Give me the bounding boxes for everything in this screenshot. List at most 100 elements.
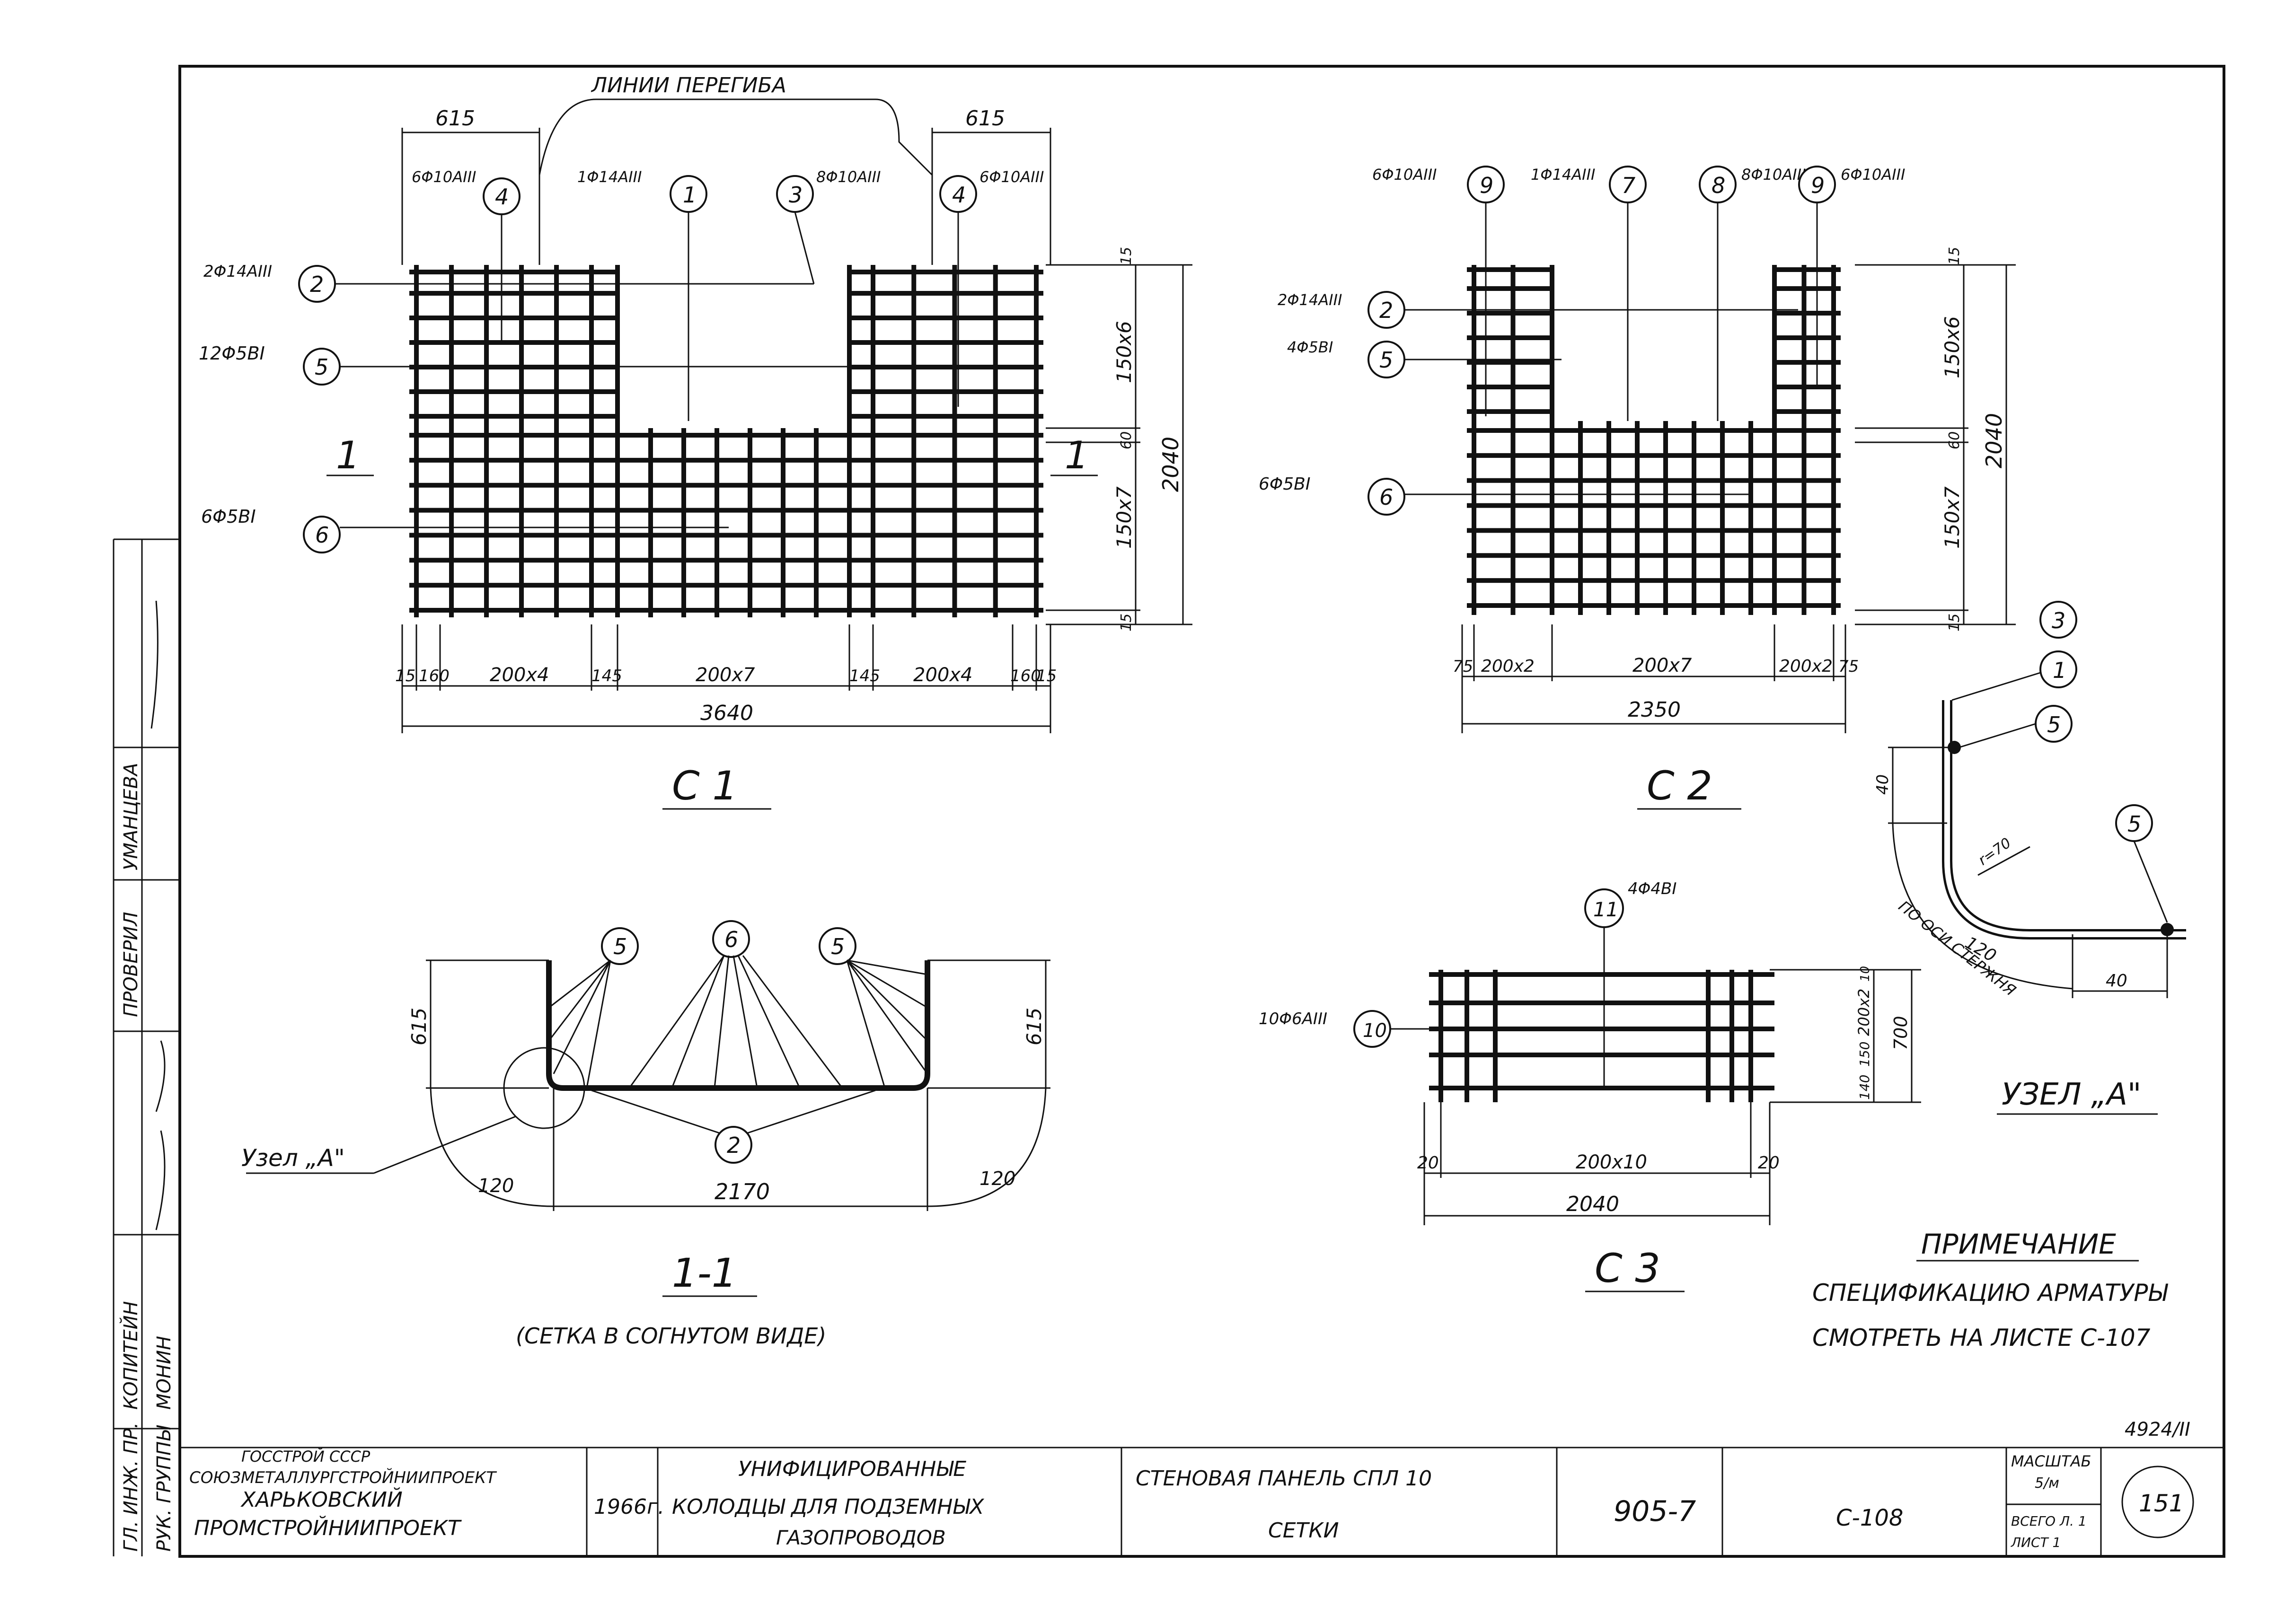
- svg-text:615: 615: [407, 1008, 431, 1045]
- svg-text:60: 60: [1118, 431, 1135, 449]
- mesh-c3: [1429, 970, 1774, 1102]
- svg-text:15: 15: [1946, 614, 1963, 632]
- svg-text:120: 120: [478, 1175, 514, 1197]
- svg-text:9: 9: [1811, 173, 1825, 198]
- svg-text:200x2: 200x2: [1481, 657, 1535, 676]
- svg-text:200x4: 200x4: [490, 664, 549, 686]
- svg-text:МОНИН: МОНИН: [153, 1336, 175, 1410]
- title-block: ГОССТРОЙ СССР СОЮЗМЕТАЛЛУРГСТРОЙНИИПРОЕК…: [180, 1419, 2224, 1556]
- svg-text:145: 145: [591, 667, 622, 685]
- svg-text:8: 8: [1712, 173, 1725, 198]
- section11-node-label: Узел „А": [241, 1144, 345, 1172]
- svg-text:КОПИТЕЙН: КОПИТЕЙН: [119, 1301, 142, 1410]
- signature-mark: [155, 1040, 166, 1112]
- svg-text:40: 40: [2106, 971, 2127, 991]
- node-a-detail: 3 1 5 5 40 40 r=70 120 ПО ОСИ СТЕРЖНЯ: [1873, 601, 2186, 1000]
- svg-text:СЕТКИ: СЕТКИ: [1268, 1519, 1339, 1543]
- node-title: УЗЕЛ „А": [2002, 1077, 2141, 1112]
- svg-text:6: 6: [724, 927, 738, 952]
- c1-callout-num: 6: [315, 522, 329, 548]
- svg-text:ГЛ. ИНЖ. ПР.: ГЛ. ИНЖ. ПР.: [120, 1422, 142, 1552]
- svg-text:ПРОМСТРОЙНИИПРОЕКТ: ПРОМСТРОЙНИИПРОЕКТ: [194, 1515, 462, 1540]
- svg-text:200x7: 200x7: [696, 664, 755, 686]
- svg-text:905-7: 905-7: [1614, 1495, 1696, 1528]
- c1-width-total: 3640: [700, 701, 753, 725]
- svg-text:ГОССТРОЙ СССР: ГОССТРОЙ СССР: [241, 1448, 371, 1466]
- svg-text:СТЕНОВАЯ ПАНЕЛЬ СПЛ 10: СТЕНОВАЯ ПАНЕЛЬ СПЛ 10: [1136, 1466, 1432, 1491]
- svg-text:КОЛОДЦЫ ДЛЯ ПОДЗЕМНЫХ: КОЛОДЦЫ ДЛЯ ПОДЗЕМНЫХ: [672, 1495, 984, 1519]
- mesh-c2: [1467, 265, 1841, 615]
- c3-title: С 3: [1595, 1245, 1660, 1291]
- svg-text:5: 5: [1379, 347, 1393, 373]
- c1-callout-num: 2: [310, 272, 324, 297]
- svg-text:7: 7: [1622, 173, 1635, 198]
- svg-text:60: 60: [1946, 431, 1963, 449]
- svg-text:5/м: 5/м: [2035, 1475, 2059, 1492]
- c1-bottom-dims: 15 160 200x4 145 200x7 145 200x4 160 15 …: [395, 624, 1057, 733]
- bend-lines-leader: [538, 98, 933, 176]
- svg-text:150x7: 150x7: [1941, 486, 1964, 549]
- signature-mark: [155, 1130, 166, 1230]
- svg-text:10: 10: [1858, 966, 1872, 982]
- c1-callout-spec: 12Φ5BI: [199, 343, 265, 364]
- c3-labels: 11 4Φ4BI 10 10Φ6AIII 10 200x2 150 140 70…: [1259, 879, 1921, 1225]
- mesh-c1: [409, 265, 1043, 617]
- svg-text:6Φ10AIII: 6Φ10AIII: [1372, 166, 1437, 184]
- c1-callout-spec: 8Φ10AIII: [816, 168, 881, 186]
- c1-right-dims: 15 150x6 60 150x7 15 2040: [1046, 247, 1192, 632]
- c1-callout-num: 1: [683, 182, 697, 208]
- svg-text:145: 145: [849, 667, 880, 685]
- svg-text:ГАЗОПРОВОДОВ: ГАЗОПРОВОДОВ: [776, 1526, 946, 1549]
- svg-text:УНИФИЦИРОВАННЫЕ: УНИФИЦИРОВАННЫЕ: [738, 1457, 966, 1481]
- svg-text:615: 615: [1023, 1008, 1046, 1045]
- note-line2: СМОТРЕТЬ НА ЛИСТЕ С-107: [1812, 1324, 2151, 1352]
- svg-text:5: 5: [831, 934, 845, 959]
- c2-right-dims: 15 150x6 60 150x7 15 2040: [1855, 247, 2016, 632]
- c1-callout-spec: 1Φ14AIII: [577, 168, 642, 186]
- svg-text:1966г.: 1966г.: [594, 1495, 664, 1519]
- section-1-1: 615 615 120 120 2170 5 6 5 2: [241, 920, 1050, 1211]
- c1-top-dims: 615 615: [401, 106, 1051, 265]
- svg-text:150: 150: [1857, 1042, 1872, 1067]
- svg-text:2040: 2040: [1981, 413, 2007, 468]
- svg-text:200x2: 200x2: [1855, 989, 1873, 1036]
- c1-callout-num: 3: [789, 182, 803, 208]
- svg-text:15: 15: [1118, 614, 1135, 632]
- c2-title: С 2: [1647, 763, 1712, 809]
- svg-text:11: 11: [1593, 898, 1618, 921]
- svg-text:5: 5: [2127, 811, 2141, 837]
- svg-text:2: 2: [727, 1132, 741, 1158]
- svg-text:700: 700: [1890, 1016, 1911, 1050]
- svg-text:40: 40: [1873, 774, 1892, 795]
- svg-text:160: 160: [1010, 667, 1041, 685]
- c1-callout-spec: 6Φ5BI: [201, 506, 256, 527]
- node-axis-note: ПО ОСИ СТЕРЖНЯ: [1895, 897, 2019, 1000]
- section-mark-right: 1: [1065, 433, 1089, 477]
- c1-callout-num: 4: [952, 182, 966, 208]
- section11-title: 1-1: [672, 1250, 737, 1296]
- svg-text:4Φ4BI: 4Φ4BI: [1628, 879, 1676, 898]
- note-heading: ПРИМЕЧАНИЕ: [1921, 1228, 2116, 1260]
- c1-callouts: 4 6Φ10AIII 1 1Φ14AIII 3 8Φ10AIII 4 6Φ10A…: [199, 168, 1044, 553]
- svg-text:150x6: 150x6: [1941, 316, 1964, 378]
- svg-text:75: 75: [1838, 657, 1859, 676]
- section11-width: 2170: [715, 1179, 770, 1204]
- svg-text:150x6: 150x6: [1112, 321, 1136, 383]
- svg-text:МАСШТАБ: МАСШТАБ: [2011, 1452, 2091, 1470]
- svg-text:ЛИСТ 1: ЛИСТ 1: [2011, 1535, 2061, 1550]
- svg-text:ХАРЬКОВСКИЙ: ХАРЬКОВСКИЙ: [240, 1487, 403, 1512]
- svg-text:3: 3: [2052, 608, 2065, 633]
- svg-text:ВСЕГО Л. 1: ВСЕГО Л. 1: [2011, 1513, 2087, 1529]
- svg-text:ПРОВЕРИЛ: ПРОВЕРИЛ: [120, 912, 142, 1017]
- svg-text:6: 6: [1379, 484, 1393, 510]
- svg-text:9: 9: [1480, 173, 1493, 198]
- svg-text:СОЮЗМЕТАЛЛУРГСТРОЙНИИПРОЕКТ: СОЮЗМЕТАЛЛУРГСТРОЙНИИПРОЕКТ: [189, 1468, 497, 1487]
- svg-text:5: 5: [2047, 712, 2061, 737]
- svg-text:200x2: 200x2: [1779, 657, 1833, 676]
- svg-text:РУК. ГРУППЫ: РУК. ГРУППЫ: [153, 1425, 175, 1552]
- node-bar-dot: [2161, 923, 2174, 936]
- c1-title: С 1: [672, 763, 738, 809]
- svg-text:140: 140: [1857, 1075, 1872, 1100]
- svg-text:8Φ10AIII: 8Φ10AIII: [1741, 166, 1806, 184]
- c1-callout-spec: 2Φ14AIII: [203, 262, 272, 281]
